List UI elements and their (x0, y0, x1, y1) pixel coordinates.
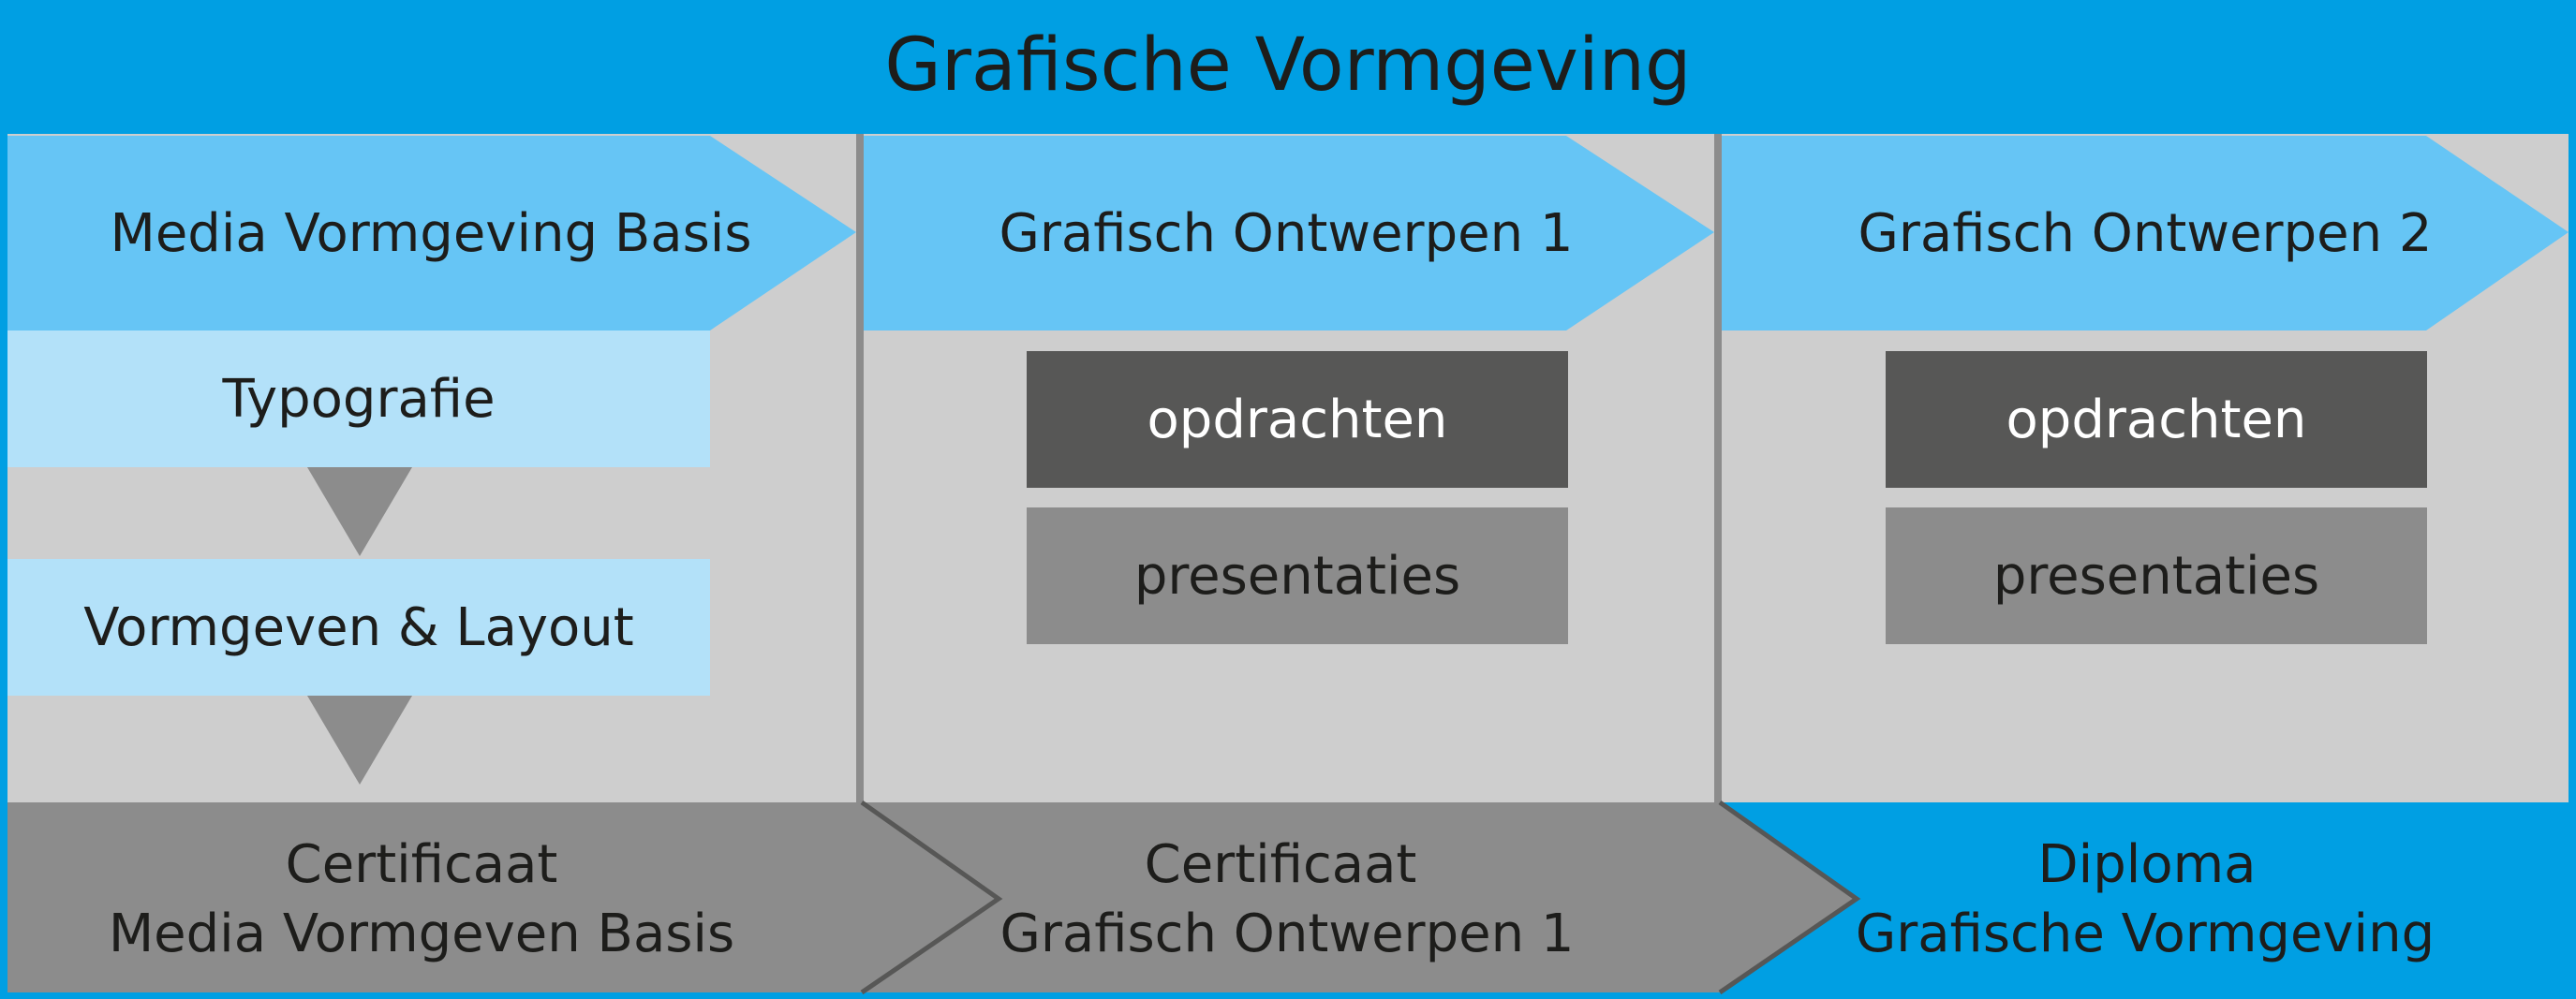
module-box-vormgeven-layout (7, 559, 710, 696)
footer-label-col-1-line-1: Certificaat (286, 834, 558, 895)
down-arrow-2 (307, 696, 412, 785)
module-label-vormgeven-layout: Vormgeven & Layout (83, 597, 634, 658)
module-label-typografie: Typografie (221, 369, 495, 430)
down-arrow-1 (307, 467, 412, 556)
item-box-col-3-presentaties (1886, 507, 2427, 644)
header-label-col-1: Media Vormgeving Basis (111, 203, 752, 264)
footer-label-col-1-line-2: Media Vormgeven Basis (109, 904, 734, 964)
header-label-col-2: Grafisch Ontwerpen 1 (999, 203, 1574, 264)
footer-label-col-2-line-1: Certificaat (1145, 834, 1417, 895)
diagram-title: Grafische Vormgeving (884, 23, 1691, 108)
header-arrow-col-3 (1722, 136, 2569, 331)
item-box-col-2-opdrachten (1027, 351, 1568, 488)
header-label-col-3: Grafisch Ontwerpen 2 (1858, 203, 2433, 264)
item-label-col-2-presentaties: presentaties (1134, 546, 1460, 607)
footer-chevron-edge-2 (1718, 800, 1861, 995)
item-label-col-3-opdrachten: opdrachten (2006, 389, 2307, 450)
item-label-col-2-opdrachten: opdrachten (1147, 389, 1448, 450)
divider-2 (1714, 134, 1722, 802)
module-box-typografie (7, 331, 710, 467)
item-box-col-3-opdrachten (1886, 351, 2427, 488)
footer-label-col-2-line-2: Grafisch Ontwerpen 1 (1000, 904, 1575, 964)
footer-chevron-col-2 (862, 802, 1857, 992)
header-arrow-col-2 (864, 136, 1714, 331)
item-label-col-3-presentaties: presentaties (1993, 546, 2319, 607)
item-box-col-2-presentaties (1027, 507, 1568, 644)
header-arrow-col-1 (7, 136, 856, 331)
footer-chevron-edge-1 (860, 800, 1003, 995)
footer-label-col-3-line-1: Diploma (2038, 834, 2257, 895)
divider-1 (856, 134, 864, 802)
footer-label-col-3-line-2: Grafische Vormgeving (1856, 904, 2435, 964)
footer-chevron-col-1 (7, 802, 999, 992)
